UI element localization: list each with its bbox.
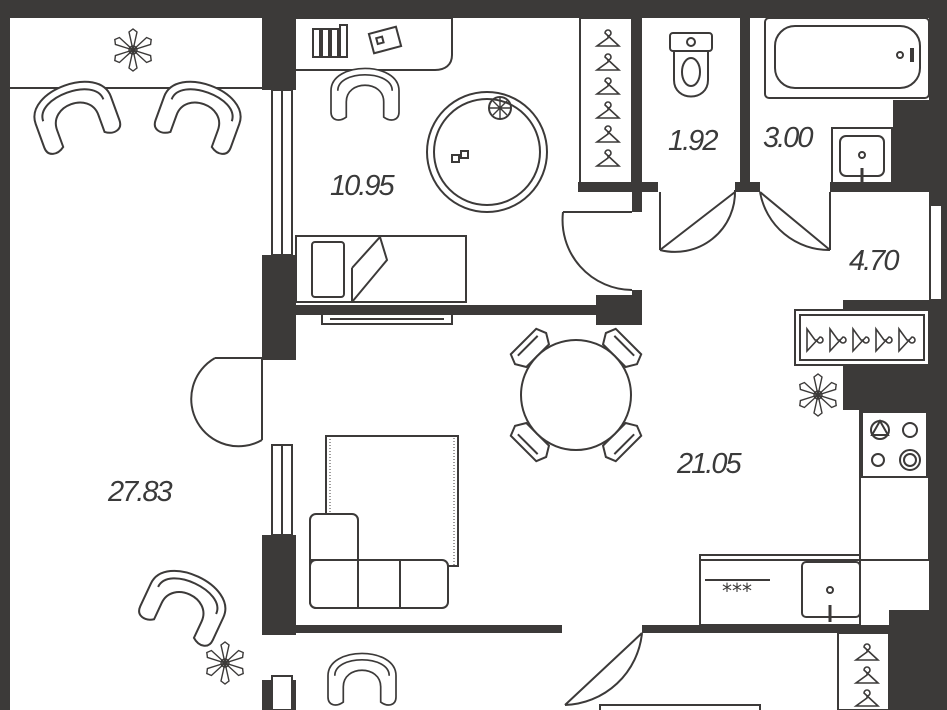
bedroom bbox=[295, 17, 633, 325]
hanger-icon bbox=[875, 328, 893, 352]
door-swing-icon bbox=[564, 632, 643, 706]
hanger-icon bbox=[596, 101, 620, 119]
kitchen-sink-icon bbox=[801, 561, 861, 622]
stove-icon bbox=[861, 411, 928, 478]
door-swing-icon bbox=[561, 211, 633, 291]
area-label-living: 27.83 bbox=[108, 476, 173, 508]
dining-table-icon bbox=[506, 324, 646, 466]
bed-icon bbox=[295, 235, 467, 303]
windows bbox=[271, 89, 943, 710]
hanger-icon bbox=[596, 125, 620, 143]
door-swing-icon bbox=[659, 189, 737, 253]
area-label-wc: 1.92 bbox=[668, 125, 718, 157]
hanger-icon bbox=[855, 643, 879, 661]
area-label-bathroom: 3.00 bbox=[763, 122, 813, 154]
bathroom bbox=[759, 17, 930, 252]
hanger-icon bbox=[806, 328, 824, 352]
hanger-icon bbox=[596, 77, 620, 95]
round-rug-icon bbox=[426, 91, 548, 213]
plant-icon bbox=[204, 641, 246, 685]
hallway-hangers bbox=[806, 328, 916, 352]
hanger-icon bbox=[852, 328, 870, 352]
bottom-hangers bbox=[855, 643, 879, 707]
hanger-icon bbox=[829, 328, 847, 352]
door-swing-icon bbox=[759, 191, 831, 252]
books-icon bbox=[312, 24, 348, 58]
kitchen bbox=[309, 324, 930, 706]
living-room bbox=[10, 28, 263, 685]
wc bbox=[659, 32, 737, 253]
hanger-icon bbox=[898, 328, 916, 352]
armchair-icon bbox=[330, 67, 400, 121]
bottom-room bbox=[327, 632, 890, 710]
hanger-icon bbox=[855, 666, 879, 684]
armchair-icon bbox=[25, 70, 124, 158]
area-label-hallway: 4.70 bbox=[849, 245, 899, 277]
hanger-icon bbox=[596, 149, 620, 167]
area-label-kitchen: 21.05 bbox=[677, 448, 742, 480]
hanger-icon bbox=[855, 689, 879, 707]
armchair-icon bbox=[327, 652, 397, 706]
plant-icon bbox=[112, 28, 154, 72]
plant-icon bbox=[797, 373, 839, 417]
area-label-bedroom: 10.95 bbox=[330, 170, 395, 202]
door-swing-icon bbox=[190, 357, 263, 448]
hanger-icon bbox=[596, 29, 620, 47]
armchair-icon bbox=[151, 70, 250, 158]
armchair-icon bbox=[135, 558, 236, 650]
cooktop-label: *** bbox=[722, 579, 752, 603]
book-icon bbox=[367, 25, 403, 55]
toilet-icon bbox=[669, 32, 713, 98]
wardrobe-hangers bbox=[596, 29, 620, 167]
hallway-closet bbox=[794, 309, 930, 366]
bathtub-icon bbox=[764, 17, 930, 99]
sofa-icon bbox=[309, 513, 449, 609]
sink-icon bbox=[831, 127, 893, 184]
hanger-icon bbox=[596, 53, 620, 71]
